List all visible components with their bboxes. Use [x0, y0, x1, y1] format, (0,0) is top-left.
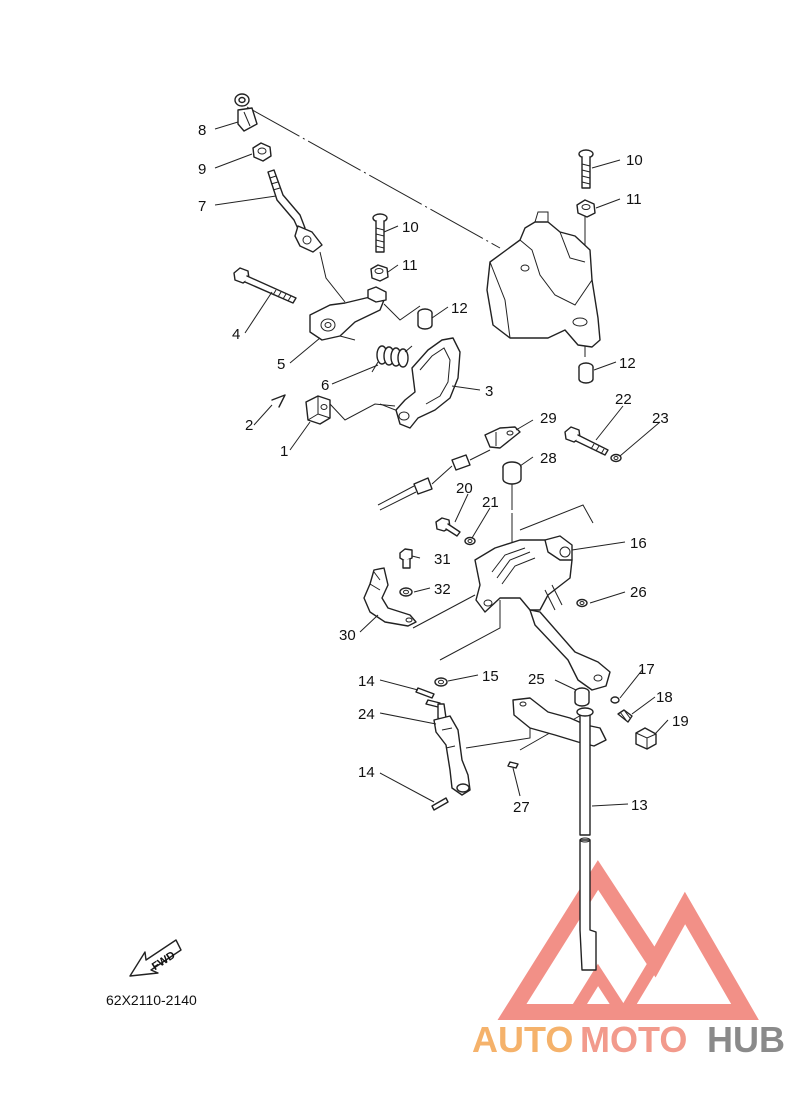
- watermark-auto: AUTO: [472, 1019, 573, 1060]
- callout-9: 9: [198, 161, 206, 178]
- part-5-lever: [309, 286, 387, 341]
- callout-11-right: 11: [626, 191, 642, 208]
- callout-6: 6: [321, 377, 329, 394]
- part-8-cable-end: [234, 93, 258, 132]
- part-11-nut-right: [576, 199, 596, 218]
- callout-17: 17: [638, 661, 655, 678]
- part-4-bolt: [233, 267, 297, 304]
- part-21-washer: [464, 536, 476, 546]
- callout-28: 28: [540, 450, 557, 467]
- part-14-cotter-pins: [415, 687, 441, 708]
- part-18-spring: [617, 709, 633, 723]
- part-3-cam-plate: [395, 337, 461, 429]
- callout-27: 27: [513, 799, 530, 816]
- callout-26: 26: [630, 584, 647, 601]
- part-12-bushing: [417, 308, 433, 330]
- callout-24: 24: [358, 706, 375, 723]
- watermark-text: AUTO MOTO HUB: [472, 1019, 785, 1060]
- callout-21: 21: [482, 494, 499, 511]
- part-16-throttle-arm: [474, 535, 611, 691]
- part-27-pin: [507, 761, 519, 769]
- diagram-code: 62X2110-2140: [106, 992, 197, 1008]
- part-14-cotter-pin-lower: [431, 797, 449, 811]
- part-15-washer: [434, 677, 448, 687]
- callout-4: 4: [232, 326, 240, 343]
- part-2-pin: [271, 394, 286, 408]
- throttle-cable: [377, 449, 491, 511]
- callout-11: 11: [402, 257, 418, 274]
- callout-25: 25: [528, 671, 545, 688]
- part-12-bushing-right: [578, 362, 594, 384]
- callout-numbers: 8 9 7 10 11 12 4 5 6 3 2 1 10 11 12 29 2…: [198, 122, 689, 816]
- part-24-shift-lever: [433, 703, 471, 796]
- callout-10-right: 10: [626, 152, 643, 169]
- leader-lines: [214, 121, 669, 807]
- callout-31: 31: [434, 551, 451, 568]
- callout-2: 2: [245, 417, 253, 434]
- part-10-screw-right: [578, 149, 594, 189]
- callout-5: 5: [277, 356, 285, 373]
- callout-13: 13: [631, 797, 648, 814]
- callout-1: 1: [280, 443, 288, 460]
- part-11-nut: [370, 264, 389, 282]
- part-6-spring: [371, 345, 413, 373]
- part-23-washer: [610, 453, 622, 463]
- callout-32: 32: [434, 581, 451, 598]
- part-9-nut: [252, 142, 272, 162]
- part-22-bolt: [564, 426, 609, 456]
- callout-22: 22: [615, 391, 632, 408]
- callout-12-right: 12: [619, 355, 636, 372]
- callout-30: 30: [339, 627, 356, 644]
- part-28-bushing: [502, 461, 522, 485]
- part-31-bolt: [399, 548, 413, 569]
- part-17-washer: [610, 696, 620, 704]
- part-13-shift-rod: [512, 697, 607, 971]
- callout-14: 14: [358, 673, 375, 690]
- fwd-arrow-icon: FWD: [129, 939, 182, 977]
- part-19-plug: [635, 727, 657, 750]
- callout-15: 15: [482, 668, 499, 685]
- part-7-control-rod: [267, 169, 323, 253]
- watermark-hub: HUB: [707, 1019, 785, 1060]
- part-10-screw: [372, 213, 388, 253]
- part-20-bolt: [435, 517, 461, 537]
- part-25-collar: [574, 687, 590, 707]
- callout-16: 16: [630, 535, 647, 552]
- callout-3: 3: [485, 383, 493, 400]
- callout-8: 8: [198, 122, 206, 139]
- part-32-washer: [399, 587, 413, 597]
- watermark-moto: MOTO: [580, 1019, 687, 1060]
- callout-7: 7: [198, 198, 206, 215]
- watermark-logo: [497, 860, 759, 1020]
- callout-23: 23: [652, 410, 669, 427]
- bracket-housing: [486, 211, 601, 348]
- callout-10: 10: [402, 219, 419, 236]
- callout-19: 19: [672, 713, 689, 730]
- part-1-clip: [305, 395, 331, 425]
- part-29-cable-joint: [484, 426, 521, 449]
- callout-20: 20: [456, 480, 473, 497]
- part-26-washer: [576, 598, 588, 608]
- callout-29: 29: [540, 410, 557, 427]
- callout-18: 18: [656, 689, 673, 706]
- part-30-link-bracket: [363, 567, 417, 627]
- callout-14-lower: 14: [358, 764, 375, 781]
- callout-12: 12: [451, 300, 468, 317]
